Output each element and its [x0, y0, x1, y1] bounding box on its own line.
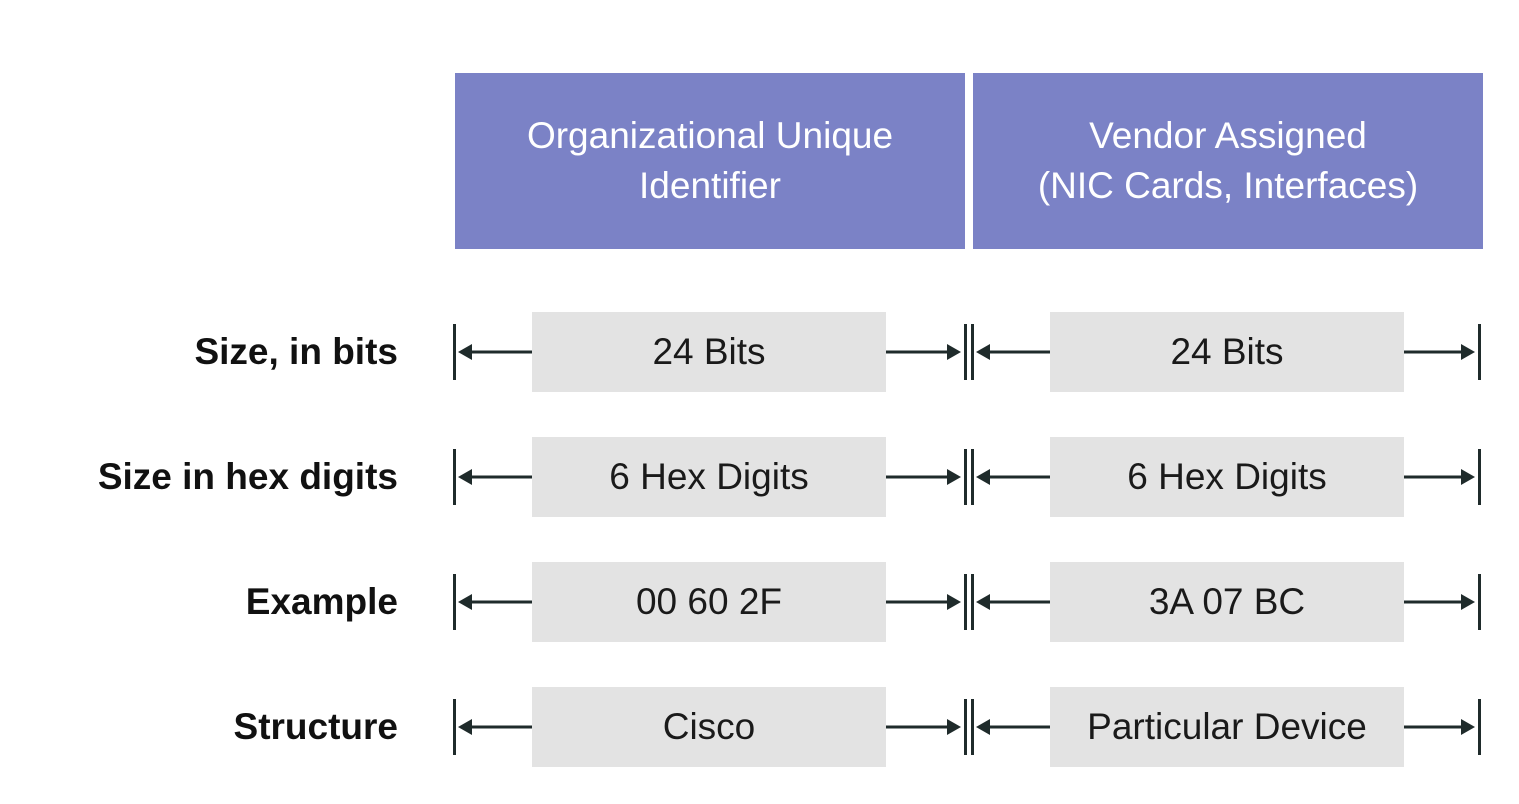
- vendor-header-line1: Vendor Assigned: [1089, 115, 1367, 156]
- boundary-bar: [964, 324, 967, 380]
- left-arrow-icon: [976, 467, 1050, 487]
- oui-value: 24 Bits: [652, 331, 766, 372]
- right-arrow-icon: [886, 342, 961, 362]
- boundary-bar: [453, 324, 456, 380]
- oui-header-line1: Organizational Unique: [526, 115, 894, 156]
- boundary-bar: [453, 449, 456, 505]
- left-arrow-icon: [458, 717, 532, 737]
- boundary-bar: [1478, 324, 1481, 380]
- right-arrow-icon: [1404, 467, 1475, 487]
- left-arrow-icon: [976, 592, 1050, 612]
- right-arrow-icon: [1404, 342, 1475, 362]
- vendor-value-box: 6 Hex Digits: [1050, 437, 1404, 517]
- row-label: Size in hex digits: [97, 456, 398, 497]
- left-arrow-icon: [976, 342, 1050, 362]
- boundary-bar: [453, 574, 456, 630]
- vendor-value: 24 Bits: [1170, 331, 1284, 372]
- boundary-bar: [971, 324, 974, 380]
- boundary-bar: [964, 574, 967, 630]
- right-arrow-icon: [886, 467, 961, 487]
- left-arrow-icon: [458, 592, 532, 612]
- boundary-bar: [971, 699, 974, 755]
- boundary-bar: [964, 699, 967, 755]
- boundary-bar: [971, 574, 974, 630]
- oui-value-box: 00 60 2F: [532, 562, 886, 642]
- row-label: Size, in bits: [194, 331, 398, 372]
- right-arrow-icon: [1404, 592, 1475, 612]
- vendor-header: Vendor Assigned (NIC Cards, Interfaces): [973, 73, 1483, 249]
- row-label: Example: [245, 581, 398, 622]
- oui-value-box: 6 Hex Digits: [532, 437, 886, 517]
- boundary-bar: [971, 449, 974, 505]
- boundary-bar: [964, 449, 967, 505]
- vendor-value: 3A 07 BC: [1148, 581, 1306, 622]
- boundary-bar: [1478, 449, 1481, 505]
- vendor-header-line2: (NIC Cards, Interfaces): [1037, 165, 1419, 206]
- vendor-value: 6 Hex Digits: [1127, 456, 1327, 497]
- boundary-bar: [1478, 699, 1481, 755]
- vendor-value-box: 3A 07 BC: [1050, 562, 1404, 642]
- left-arrow-icon: [458, 467, 532, 487]
- right-arrow-icon: [886, 717, 961, 737]
- vendor-value-box: 24 Bits: [1050, 312, 1404, 392]
- row-label: Structure: [233, 706, 398, 747]
- oui-value: Cisco: [662, 706, 756, 747]
- vendor-value: Particular Device: [1087, 706, 1367, 747]
- right-arrow-icon: [886, 592, 961, 612]
- oui-value-box: Cisco: [532, 687, 886, 767]
- oui-header: Organizational Unique Identifier: [455, 73, 965, 249]
- oui-header-line2: Identifier: [639, 165, 781, 206]
- oui-value-box: 24 Bits: [532, 312, 886, 392]
- right-arrow-icon: [1404, 717, 1475, 737]
- vendor-value-box: Particular Device: [1050, 687, 1404, 767]
- boundary-bar: [453, 699, 456, 755]
- boundary-bar: [1478, 574, 1481, 630]
- oui-value: 6 Hex Digits: [609, 456, 809, 497]
- left-arrow-icon: [458, 342, 532, 362]
- oui-value: 00 60 2F: [635, 581, 783, 622]
- left-arrow-icon: [976, 717, 1050, 737]
